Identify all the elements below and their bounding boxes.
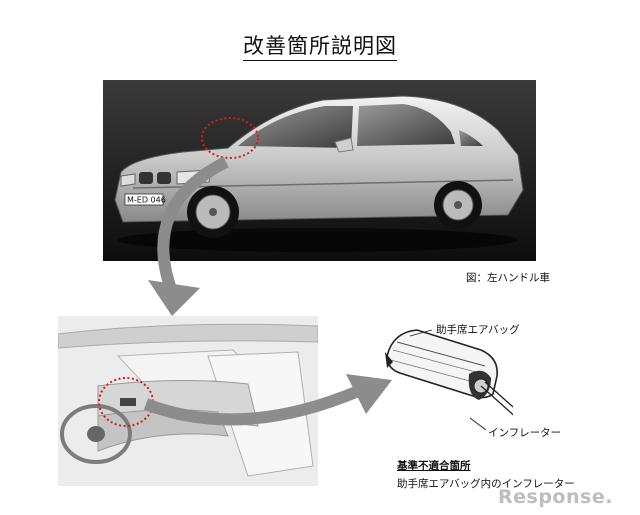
interior-illustration bbox=[58, 316, 318, 486]
highlight-circle-exterior bbox=[201, 117, 259, 159]
nonconformance-heading: 基準不適合箇所 bbox=[397, 460, 471, 472]
arrow-interior-to-airbag bbox=[143, 386, 359, 426]
document-title: 改善箇所説明図 bbox=[0, 30, 640, 61]
inflator-label: インフレーター bbox=[488, 427, 562, 439]
car-caption: 図：左ハンドル車 bbox=[466, 272, 550, 284]
airbag-leader-line bbox=[409, 329, 433, 337]
response-watermark: Response. bbox=[498, 486, 613, 508]
arrow-interior-to-airbag-head bbox=[346, 374, 392, 414]
arrow-car-to-interior bbox=[157, 156, 229, 295]
airbag-module-diagram bbox=[373, 316, 513, 416]
airbag-label: 助手席エアバッグ bbox=[436, 324, 520, 336]
inflator-leader-line bbox=[469, 417, 487, 431]
license-plate-text: M-ED 046 bbox=[127, 196, 166, 205]
nonconformance-description: 助手席エアバッグ内のインフレーター bbox=[397, 478, 575, 490]
arrow-car-to-interior-head bbox=[148, 280, 200, 316]
